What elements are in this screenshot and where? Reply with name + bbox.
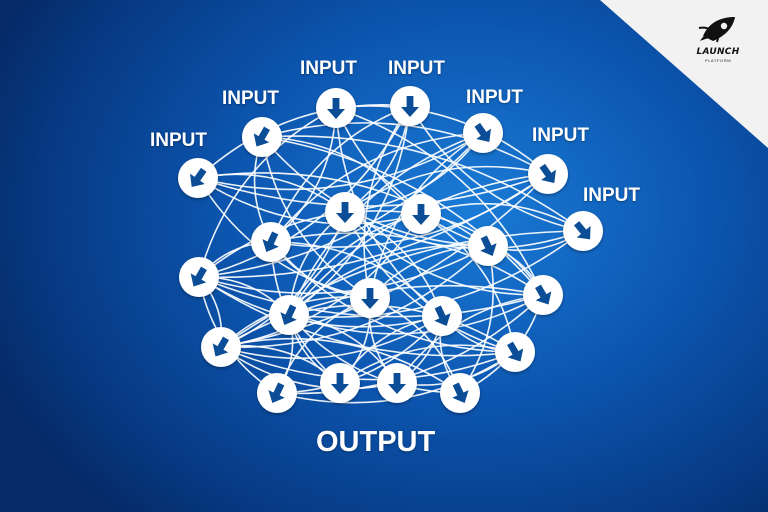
network-node [251, 222, 291, 262]
network-node [401, 194, 441, 234]
connection-line [288, 213, 422, 316]
connection-line [344, 211, 544, 296]
arrow-down-icon [474, 122, 491, 143]
network-node [201, 327, 241, 367]
arrow-down-icon [388, 373, 406, 394]
connection-line [288, 304, 516, 353]
brand-logo[interactable]: LAUNCH PLATFORM [690, 14, 746, 63]
connection-line [270, 241, 516, 353]
arrow-down-icon [327, 98, 345, 119]
network-node [468, 226, 508, 266]
arrow-down-icon [452, 382, 469, 403]
arrow-down-icon [190, 167, 207, 188]
connection-line [335, 107, 489, 247]
connection-line [335, 105, 549, 175]
network-node [528, 154, 568, 194]
connection-line [420, 202, 584, 232]
network-node [377, 363, 417, 403]
arrow-down-icon [401, 96, 419, 117]
connection-line [220, 346, 398, 390]
connection-line [288, 294, 544, 335]
connection-line [220, 315, 443, 360]
network-node [179, 257, 219, 297]
connection-line [344, 165, 549, 213]
connection-line [198, 245, 489, 295]
connection-line [339, 344, 516, 384]
network-node [563, 211, 603, 251]
arrow-down-icon [253, 126, 270, 147]
arrow-down-icon [539, 163, 556, 184]
connection-line [198, 105, 411, 278]
arrow-down-icon [262, 231, 279, 252]
connection-line [409, 105, 584, 232]
arrow-down-icon [212, 336, 229, 357]
connection-line [276, 315, 443, 394]
input-label-4: INPUT [388, 58, 445, 79]
network-node [463, 113, 503, 153]
arrow-down-icon [573, 221, 591, 240]
connection-line [198, 276, 516, 357]
arrow-down-icon [507, 341, 524, 362]
arrow-down-icon [480, 235, 497, 256]
connection-line [288, 244, 489, 316]
network-node [269, 295, 309, 335]
connection-line [261, 136, 371, 299]
logo-subtitle: PLATFORM [704, 58, 732, 63]
connection-line [197, 103, 411, 179]
connection-line [270, 105, 411, 243]
network-node [178, 158, 218, 198]
network-node [422, 296, 462, 336]
input-label-6: INPUT [532, 125, 589, 146]
network-node [242, 117, 282, 157]
connection-line [270, 241, 443, 317]
network-node [257, 373, 297, 413]
connection-line [198, 210, 422, 278]
network-node [350, 278, 390, 318]
arrow-down-icon [190, 266, 207, 287]
input-label-3: INPUT [300, 58, 357, 79]
network-node [495, 332, 535, 372]
arrow-down-icon [268, 382, 285, 403]
connection-line [198, 107, 337, 278]
logo-wordmark: LAUNCH [696, 47, 740, 57]
network-node [390, 86, 430, 126]
output-label: OUTPUT [316, 426, 436, 458]
arrow-down-icon [535, 284, 552, 305]
input-label-1: INPUT [150, 130, 207, 151]
connection-line [335, 107, 443, 317]
connection-line [288, 132, 484, 316]
rocket-icon [698, 17, 735, 43]
arrow-down-icon [336, 202, 354, 223]
nodes [178, 86, 603, 413]
network-node [325, 192, 365, 232]
connection-line [198, 173, 549, 279]
network-node [320, 363, 360, 403]
connection-line [198, 132, 484, 278]
arrow-down-icon [361, 288, 379, 309]
arrow-down-icon [412, 204, 430, 225]
connection-line [420, 213, 516, 353]
input-label-2: INPUT [222, 88, 279, 109]
connection-line [261, 136, 422, 215]
network-node [523, 275, 563, 315]
connection-line [197, 132, 484, 191]
network-node [440, 373, 480, 413]
connection-line [276, 294, 544, 395]
connection-line [270, 132, 484, 243]
input-label-7: INPUT [583, 185, 640, 206]
connection-line [220, 213, 422, 348]
arrow-down-icon [331, 373, 349, 394]
arrow-down-icon [434, 305, 451, 326]
network-node [316, 88, 356, 128]
input-label-5: INPUT [466, 87, 523, 108]
arrow-down-icon [280, 304, 297, 325]
connection-line [197, 173, 549, 207]
connection-line [220, 230, 584, 348]
connection-line [270, 232, 544, 296]
